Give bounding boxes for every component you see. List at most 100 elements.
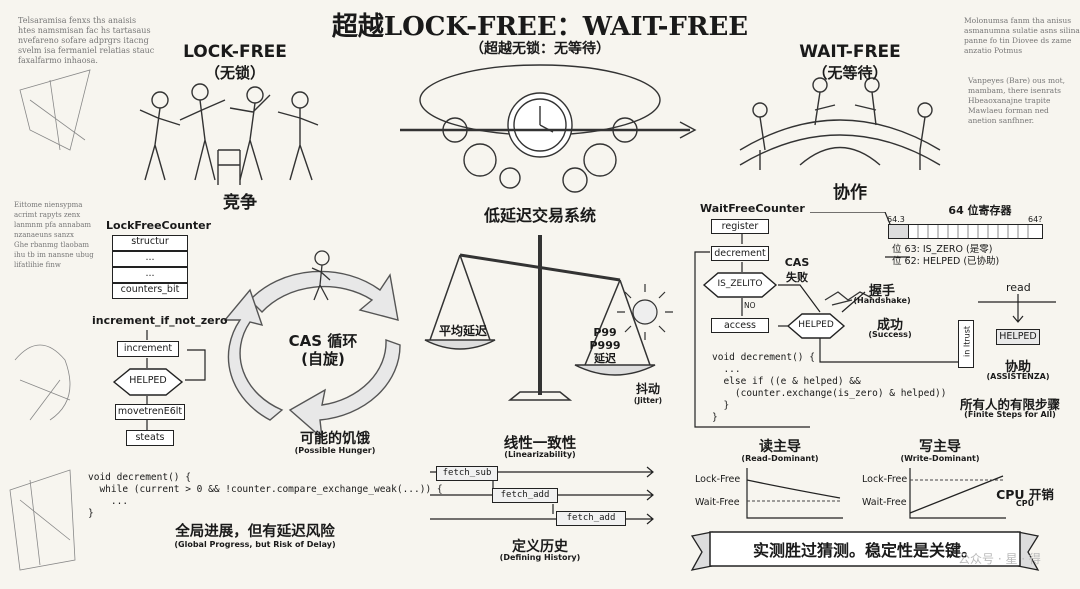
bridge-cooperation-icon: [739, 77, 941, 170]
banner-ribbon: [690, 531, 1040, 571]
lockfree-code: void decrement() { while (current > 0 &&…: [88, 472, 443, 519]
banner-text: 实测胜过猜测。稳定性是关键。: [752, 541, 977, 560]
system-caption: 低延迟交易系统: [483, 206, 596, 225]
struct-row: structur: [112, 235, 188, 251]
lockfree-footer-en: (Global Progress, but Risk of Delay): [174, 540, 336, 549]
handshake-label: 握手: [868, 284, 895, 299]
op-fetch-sub: fetch_sub: [436, 466, 498, 481]
hunger-label: 可能的饥饿: [300, 431, 370, 447]
watermark: 公众号 · 星 · 得: [958, 552, 1041, 566]
p999-label: P999: [589, 339, 621, 352]
op-fetch-add: fetch_add: [492, 488, 558, 503]
waitfree-heading: WAIT-FREE: [799, 42, 901, 62]
handshake-icon: [824, 291, 873, 306]
cas-loop-label: CAS 循环: [288, 332, 358, 350]
page-subtitle: （超越无锁：无等待）: [470, 41, 610, 57]
page-title: 超越LOCK-FREE：WAIT-FREE: [331, 12, 749, 42]
struct-row: ...: [112, 251, 188, 267]
read-dominant-label-en: (Read-Dominant): [741, 454, 819, 463]
wf-iszero-label: IS_ZELITO: [717, 279, 763, 289]
hunger-label-en: (Possible Hunger): [294, 446, 376, 455]
finite-steps-label: 所有人的有限步骤: [959, 397, 1060, 412]
op-fetch-add: fetch_add: [556, 511, 626, 526]
handshake-label-en: (Handshake): [853, 296, 911, 305]
cpu-cost-label: CPU 开销: [996, 487, 1054, 502]
waitfree-counter-title: WaitFreeCounter: [700, 202, 805, 215]
flow-steats-box: steats: [126, 430, 174, 446]
wf-no-label: NO: [744, 301, 756, 310]
read-label: read: [1006, 281, 1031, 294]
struct-row: ...: [112, 267, 188, 283]
wf-access-box: access: [711, 318, 769, 333]
history-label: 定义历史: [512, 539, 568, 555]
struct-row: counters_bit: [112, 283, 188, 299]
method-label: increment_if_not_zero: [92, 314, 228, 327]
finite-steps-label-en: (Finite Steps for All): [964, 410, 1056, 419]
margin-notes-top-right: Molonumsa fanm tha anisus asmanumna sula…: [964, 16, 1080, 55]
waitfree-caption: 协作: [833, 183, 867, 203]
waitfree-code: void decrement() { ... else if ((e & hel…: [712, 352, 947, 423]
balance-scale-icon: [424, 235, 656, 401]
wd-lockfree-label: Lock-Free: [862, 474, 908, 485]
register-bits: [888, 224, 1043, 239]
lockfree-counter-title: LockFreeCounter: [106, 219, 211, 232]
rd-lockfree-label: Lock-Free: [695, 474, 741, 485]
margin-notes-left-mid: Eittome niensypma acrimt rapyts zenx lan…: [14, 201, 94, 269]
assist-label-en: (ASSISTENZA): [986, 372, 1050, 381]
cas-fail-label2: 失败: [786, 271, 808, 284]
cas-fail-label: CAS: [784, 256, 810, 269]
linearizability-label: 线性一致性: [503, 436, 577, 452]
read-dominant-label: 读主导: [759, 439, 801, 455]
bit62-label: 位 62: HELPED (已协助): [892, 256, 1000, 267]
waitfree-flow-arrows: [694, 212, 960, 428]
write-dominant-chart: [909, 468, 1006, 519]
waitfree-heading-cn: （无等待）: [812, 64, 888, 82]
lockfree-footer: 全局进展，但有延迟风险: [175, 524, 335, 540]
lockfree-caption: 竞争: [223, 193, 257, 213]
flow-helped-diamond: [112, 368, 184, 396]
helped-box: HELPED: [996, 329, 1040, 345]
success-label-en: (Success): [868, 330, 912, 339]
avg-latency-label: 平均延迟: [438, 324, 487, 338]
lockfree-heading: LOCK-FREE: [183, 42, 287, 62]
flow-increment-box: increment: [117, 341, 179, 357]
flow-helped-label: HELPED: [129, 375, 167, 386]
write-dominant-label-en: (Write-Dominant): [900, 454, 980, 463]
wf-helped-label: HELPED: [798, 320, 834, 330]
jitter-burst-icon: [617, 284, 673, 340]
history-label-en: (Defining History): [499, 553, 581, 562]
success-label: 成功: [876, 318, 903, 333]
wf-decrement-box: decrement: [711, 246, 769, 261]
clock-gears-icon: [400, 64, 697, 193]
lockfree-heading-cn: （无锁）: [204, 64, 265, 82]
flow-move-box: movetrenE6lt: [115, 404, 185, 420]
cas-loop-arrows-icon: [223, 270, 401, 440]
hungry-person-icon: [311, 250, 331, 301]
read-dominant-chart: [746, 468, 843, 519]
register-title: 64 位寄存器: [948, 204, 1012, 217]
rd-waitfree-label: Wait-Free: [695, 497, 740, 508]
register-bit-left: 64.3: [887, 215, 905, 224]
wf-register-box: register: [711, 219, 769, 234]
tail-latency-label: P99 P999 延迟: [585, 326, 625, 365]
wf-iszero-diamond: [702, 272, 778, 298]
bit63-label: 位 63: IS_ZERO (是零): [892, 244, 993, 255]
fighting-people-icon: [139, 83, 319, 185]
register-bit-right: 64?: [1028, 215, 1043, 224]
lockfree-flow-arrows: [146, 330, 206, 430]
in-thread-label: in Itrust: [962, 326, 972, 357]
margin-notes-right-mid: Vanpeyes (Bare) ous mot, mambam, there i…: [968, 76, 1066, 125]
write-dominant-label: 写主导: [919, 439, 961, 455]
margin-notes-top-left: Telsaramisa fenxs ths anaisis htes namsm…: [18, 16, 155, 65]
wd-waitfree-label: Wait-Free: [862, 497, 907, 508]
jitter-label: 抖动: [635, 382, 660, 396]
assist-label: 协助: [1004, 360, 1031, 375]
delay-label: 延迟: [594, 352, 616, 365]
p99-label: P99: [593, 326, 617, 339]
cpu-cost-label-en: CPU: [1015, 499, 1035, 508]
cas-loop-sublabel: (自旋): [301, 350, 345, 368]
in-thread-box: [958, 320, 974, 368]
jitter-label-en: (Jitter): [633, 396, 663, 405]
wf-helped-diamond: [786, 313, 846, 339]
